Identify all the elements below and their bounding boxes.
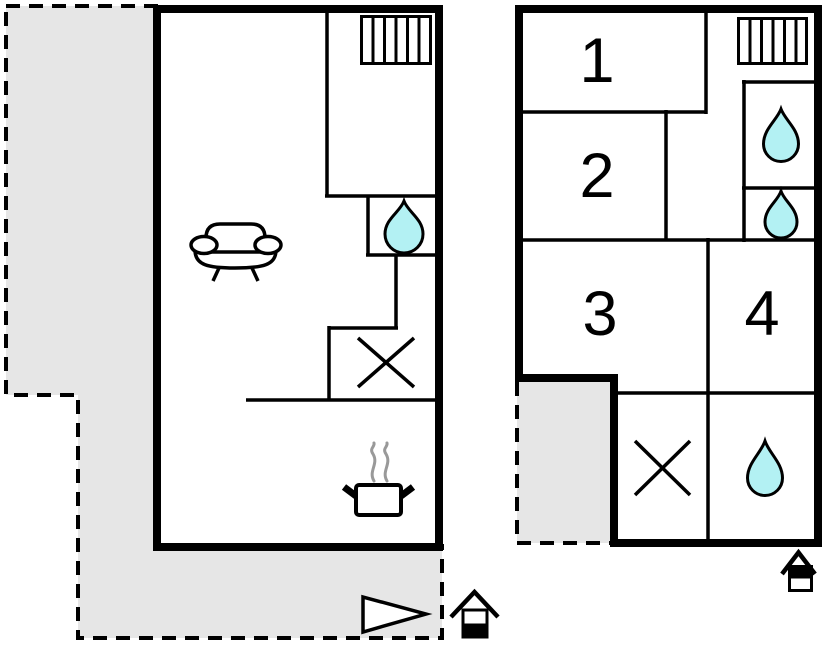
x-cross-icon	[633, 439, 692, 497]
x-cross-icon	[356, 336, 416, 389]
upper-floor-plan: 1 2 3 4	[515, 5, 822, 592]
upper-floor-indicator-icon	[780, 548, 817, 592]
ground-floor-indicator-icon	[449, 588, 500, 639]
water-drop-icon	[763, 185, 799, 240]
upper-floor-inner-walls	[519, 10, 818, 543]
room-label-4: 4	[744, 279, 779, 349]
room-label-3: 3	[582, 279, 617, 349]
terrace-notch-area	[515, 378, 617, 545]
sofa-icon	[189, 222, 283, 282]
ground-floor-inner-walls	[246, 10, 437, 402]
water-drop-icon	[761, 104, 801, 163]
water-drop-icon	[745, 436, 785, 497]
water-drop-icon	[383, 196, 425, 255]
ground-floor-plan	[4, 4, 500, 640]
stairs-icon	[360, 15, 432, 65]
cooking-pot-icon	[341, 441, 416, 517]
steam-icon	[370, 441, 390, 483]
triangle-pointer-icon	[361, 594, 433, 635]
ground-floor-outer-wall	[153, 5, 443, 551]
room-label-2: 2	[579, 141, 614, 211]
room-label-1: 1	[579, 26, 614, 96]
stairs-icon	[737, 17, 808, 65]
